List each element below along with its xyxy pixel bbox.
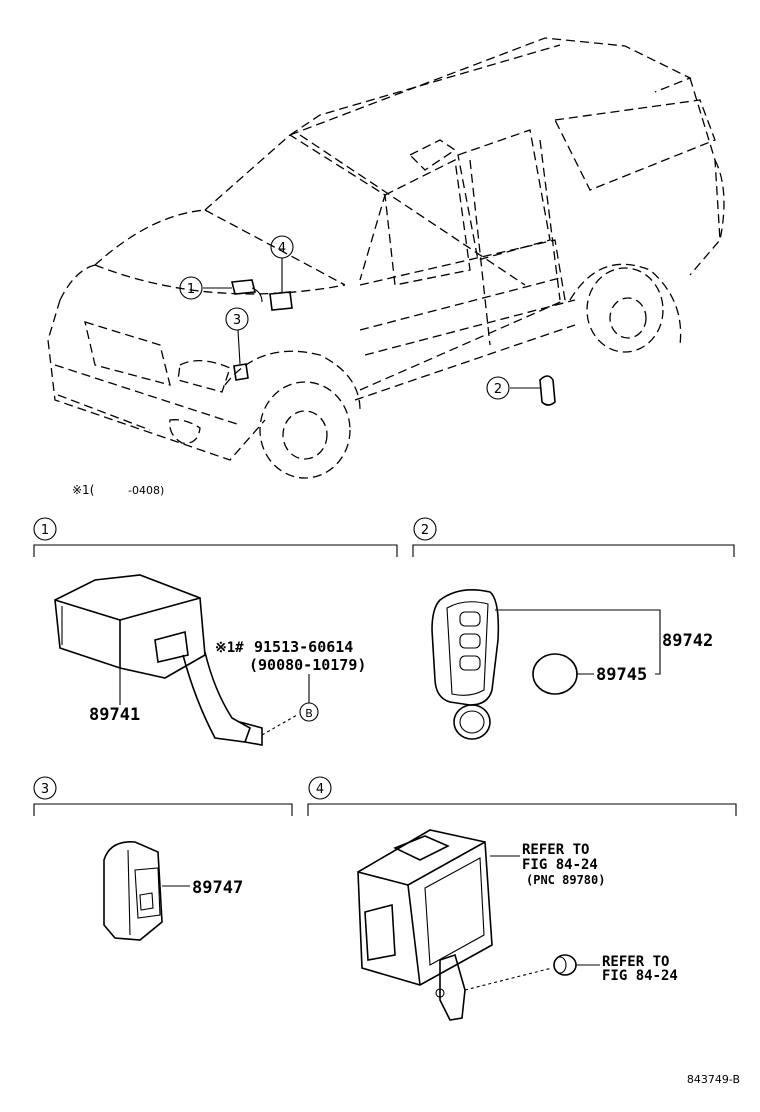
footnote-star-label: ※1#: [215, 640, 244, 656]
refer-to-2-line2: FIG 84-24: [602, 968, 678, 984]
svg-text:4: 4: [316, 782, 324, 797]
svg-text:3: 3: [41, 782, 49, 797]
callout-4-vehicle: 4: [270, 235, 294, 259]
svg-text:1: 1: [41, 523, 49, 538]
door-control-receiver: [54, 574, 206, 705]
svg-text:4: 4: [278, 241, 286, 256]
part-number-89745: 89745: [596, 665, 647, 685]
part-number-89747: 89747: [192, 878, 243, 898]
vehicle-outline: [47, 37, 725, 479]
svg-text:2: 2: [421, 523, 429, 538]
section-1-header: 1: [33, 517, 398, 557]
small-grommet: [553, 954, 600, 976]
vehicle-part-3: [233, 329, 249, 381]
svg-text:B: B: [305, 707, 313, 720]
refer-to-1-line3: (PNC 89780): [526, 873, 605, 887]
section-2-header: 2: [412, 517, 735, 557]
refer-to-1-line2: FIG 84-24: [522, 857, 598, 873]
footnote-mark: ※1(: [72, 483, 94, 497]
vehicle-part-2: [510, 375, 556, 406]
part-number-91513-60614: 91513-60614: [254, 638, 353, 656]
bracket-89742: [655, 609, 661, 675]
part-number-90080-10179: (90080-10179): [249, 656, 366, 674]
refer-to-2-line1: REFER TO: [602, 954, 669, 970]
vehicle-part-1: [203, 279, 263, 303]
vehicle-part-4: [269, 258, 293, 311]
drawing-code: 843749-B: [687, 1073, 740, 1086]
section-4-header: 4: [307, 776, 737, 816]
part-number-89742: 89742: [662, 631, 713, 651]
wire-harness: [182, 651, 298, 746]
sensor-89747: [103, 841, 190, 941]
callout-1-vehicle: 1: [179, 276, 203, 300]
callout-3-vehicle: 3: [225, 307, 249, 331]
svg-text:3: 3: [233, 313, 241, 328]
battery-cell: [532, 653, 594, 695]
part-number-89741: 89741: [89, 705, 140, 725]
refer-to-1-line1: REFER TO: [522, 842, 589, 858]
transmitter-key-fob: [431, 589, 655, 740]
section-3-header: 3: [33, 776, 293, 816]
control-module: [357, 829, 553, 1021]
footnote-range: -0408): [128, 484, 164, 497]
svg-text:1: 1: [187, 282, 195, 297]
callout-b: B: [299, 702, 319, 722]
svg-text:2: 2: [494, 382, 502, 397]
callout-2-vehicle: 2: [486, 376, 510, 400]
